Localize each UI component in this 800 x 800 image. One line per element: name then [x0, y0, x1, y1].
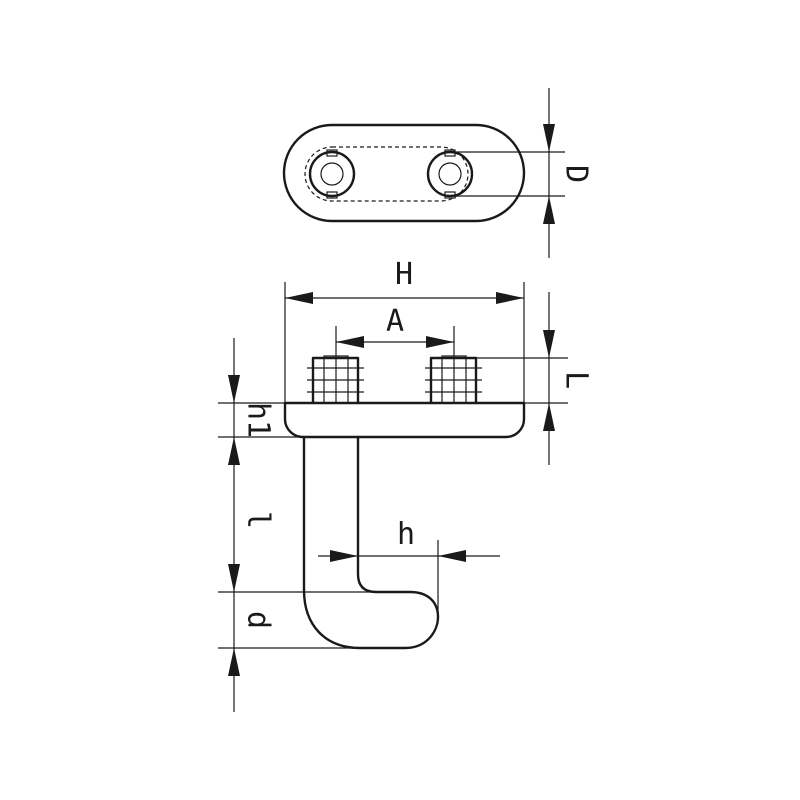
dim-label-A: A — [386, 304, 404, 339]
hook-body — [302, 435, 440, 650]
left-hole — [308, 149, 356, 199]
dim-label-D: D — [559, 165, 594, 183]
right-screw-anchor — [425, 355, 482, 405]
h1-arrow-bottom — [228, 437, 240, 465]
a-arrow-left — [336, 336, 364, 348]
dim-label-l: l — [241, 511, 276, 529]
dim-label-H: H — [395, 257, 413, 292]
base-plate — [283, 401, 526, 439]
dim-label-h1: h1 — [241, 402, 276, 438]
l-arrow-bottom — [228, 564, 240, 592]
top-view-dashed-slot — [304, 146, 469, 202]
l-upper-arrow-top — [543, 330, 555, 358]
dim-label-d: d — [241, 611, 276, 629]
right-hole — [426, 149, 474, 199]
top-view: D — [282, 88, 594, 258]
h-upper-arrow-right — [496, 292, 524, 304]
top-view-outline — [282, 123, 526, 223]
h-lower-arrow-left — [330, 550, 358, 562]
d-dimension-arrow-top — [543, 124, 555, 152]
a-arrow-right — [426, 336, 454, 348]
left-screw-anchor — [307, 355, 364, 405]
side-view: H A L h1 l d h — [218, 257, 594, 712]
l-upper-arrow-bottom — [543, 403, 555, 431]
dim-label-L: L — [559, 371, 594, 389]
h-lower-arrow-right — [438, 550, 466, 562]
d-arrow-bottom — [228, 648, 240, 676]
h-upper-arrow-left — [285, 292, 313, 304]
d-dimension-arrow-bottom — [543, 196, 555, 224]
h1-arrow-top — [228, 375, 240, 403]
dim-label-h: h — [397, 517, 415, 552]
